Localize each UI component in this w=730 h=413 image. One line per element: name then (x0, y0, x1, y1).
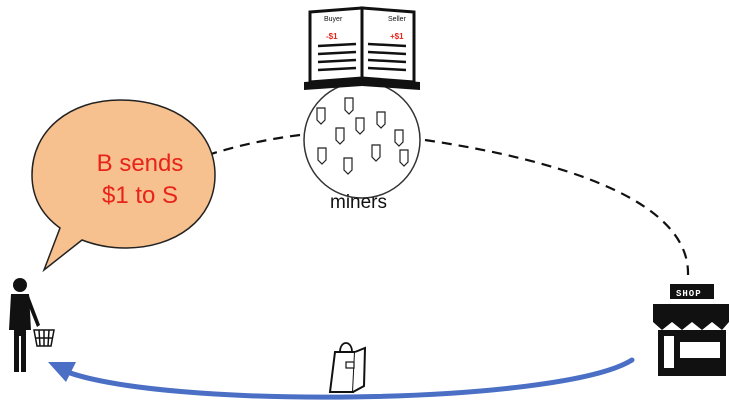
speech-bubble-line1: B sends (96, 150, 184, 177)
dashed-path-right (424, 138, 690, 276)
speech-bubble-line2: $1 to S (101, 182, 179, 209)
shopping-basket-icon (33, 329, 55, 347)
ledger-left-amount: -$1 (326, 32, 338, 41)
ledger-right-amount: +$1 (390, 32, 404, 41)
delivery-arrow (59, 357, 635, 400)
speech-bubble-text: B sends $1 to S (50, 148, 230, 212)
speech-bubble (31, 99, 216, 273)
miners-label: miners (330, 192, 388, 213)
shop-sign: SHOP (676, 289, 702, 299)
ledger-right-title: Seller (388, 16, 406, 23)
ledger-left-title: Buyer (324, 16, 343, 23)
delivery-arrowhead (48, 362, 76, 382)
shopping-bag-icon (328, 342, 367, 393)
ledger-book-icon (304, 6, 420, 90)
buyer-person-icon (9, 278, 40, 372)
miner-mask-icons (316, 97, 409, 175)
shop-building-icon (653, 284, 729, 376)
